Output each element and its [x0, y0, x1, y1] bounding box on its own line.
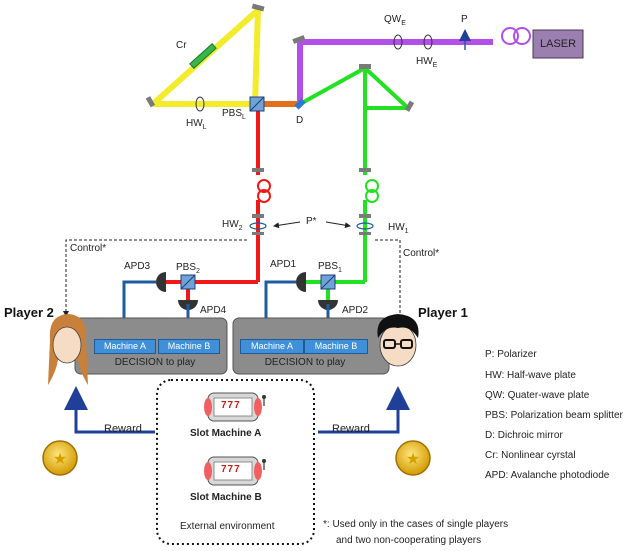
apd3-detector [156, 272, 166, 292]
control-line-right [375, 239, 401, 315]
half-wave-plate-l [195, 96, 205, 112]
qw-e-label: QWE [384, 14, 406, 27]
cr-label: Cr [176, 40, 187, 51]
slot-machine-b-icon [204, 456, 266, 486]
footnote-line-2: and two non-cooperating players [336, 535, 482, 546]
slot-a-reels: 777 [221, 400, 241, 411]
apd2-label: APD2 [342, 305, 369, 316]
hw-2-label: HW2 [222, 219, 243, 232]
player2-avatar [48, 314, 88, 385]
reward-arrow-right [318, 386, 410, 434]
player1-decision-label: DECISION to play [264, 357, 346, 368]
nonlinear-crystal [189, 43, 217, 69]
hw-l-label: HWL [186, 118, 207, 131]
fiber-coupler [252, 214, 264, 218]
pump-path [297, 39, 493, 104]
player1-machine-a-button[interactable]: Machine A [240, 339, 304, 354]
legend-item: APD: Avalanche photodiode [485, 470, 610, 481]
apd4-label: APD4 [200, 305, 227, 316]
hw-1-label: HW1 [388, 222, 409, 235]
green-path [299, 66, 410, 300]
footnote-line-1: *: Used only in the cases of single play… [323, 519, 509, 530]
legend-item: HW: Half-wave plate [485, 370, 576, 381]
control-label-right: Control* [403, 248, 440, 259]
apd3-label: APD3 [124, 261, 151, 272]
fiber-coupler [359, 214, 371, 218]
fiber-coupler [359, 168, 371, 172]
half-wave-plate-1 [356, 222, 374, 230]
apd1-label: APD1 [270, 259, 297, 270]
legend-item: D: Dichroic mirror [485, 430, 563, 441]
player1-avatar [377, 314, 419, 367]
svg-text:★: ★ [406, 449, 420, 468]
half-wave-plate-e [423, 34, 433, 50]
fiber-coil-left [257, 179, 271, 203]
laser-box [532, 29, 584, 59]
slot-machine-a-icon [204, 392, 266, 422]
player2-machine-a-button[interactable]: Machine A [94, 339, 156, 354]
reward-arrow-left [64, 386, 155, 434]
slot-machine-a-label: Slot Machine A [190, 428, 262, 439]
laser-label: LASER [540, 38, 577, 50]
mirror [359, 64, 371, 69]
legend-item: P: Polarizer [485, 349, 537, 360]
player1-machine-b-button[interactable]: Machine B [304, 339, 368, 354]
legend-item: Cr: Nonlinear cyrstal [485, 450, 576, 461]
mirror [292, 35, 306, 44]
coin-icon-left: ★ [42, 440, 78, 476]
fiber-coil-right [365, 179, 379, 203]
pbs-1-label: PBS1 [318, 261, 342, 274]
external-environment-label: External environment [180, 521, 275, 532]
pbs-l-label: PBSL [222, 108, 246, 121]
hw-e-label: HWE [416, 56, 438, 69]
coin-icon-right: ★ [395, 440, 431, 476]
player2-machine-b-button[interactable]: Machine B [158, 339, 220, 354]
dichroic-label: D [296, 115, 304, 126]
laser-fiber-coil [501, 27, 531, 45]
mirror [145, 96, 156, 108]
fiber-coupler [252, 168, 264, 172]
slot-b-reels: 777 [221, 464, 241, 475]
pbs-2-label: PBS2 [176, 262, 200, 275]
svg-text:★: ★ [53, 449, 67, 468]
quarter-wave-plate-e [393, 34, 403, 50]
mirror [404, 100, 415, 112]
control-line-left [63, 239, 247, 317]
legend-item: PBS: Polarization beam splitter [485, 410, 623, 421]
slot-machine-b-label: Slot Machine B [190, 492, 262, 503]
player2-decision-label: DECISION to play [114, 357, 196, 368]
dichroic-mirror [294, 98, 306, 110]
half-wave-plate-2 [249, 222, 267, 230]
p-star-label: P* [306, 216, 317, 227]
control-label-left: Control* [70, 243, 107, 254]
mirror [251, 3, 265, 12]
legend-item: QW: Quater-wave plate [485, 390, 590, 401]
reward-label-left: Reward [104, 423, 142, 435]
player1-name: Player 1 [418, 305, 468, 320]
player2-name: Player 2 [4, 305, 54, 320]
reward-label-right: Reward [332, 423, 370, 435]
polarizer-label: P [461, 14, 468, 25]
apd1-detector [296, 272, 306, 292]
